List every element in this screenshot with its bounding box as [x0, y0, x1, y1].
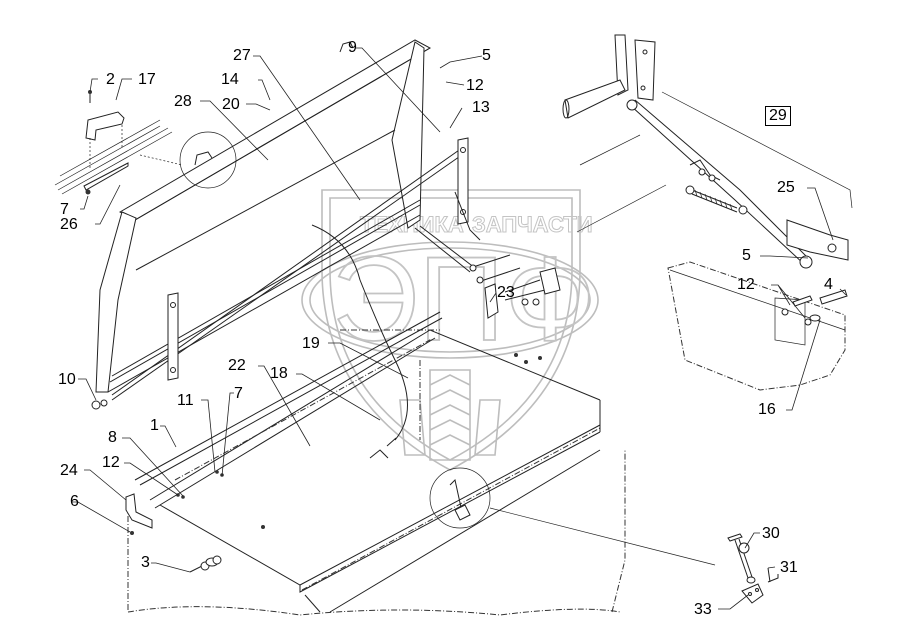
callout-27: 27 — [233, 47, 251, 64]
callout-5-right: 5 — [742, 247, 751, 264]
callout-16: 16 — [758, 401, 776, 418]
leader-lines — [72, 47, 847, 610]
callout-20: 20 — [222, 96, 240, 113]
handle-part — [85, 111, 125, 141]
right-linkage — [562, 34, 853, 391]
callout-26: 26 — [60, 216, 78, 233]
callout-1: 1 — [150, 417, 159, 434]
watermark: ТЕХНИКА ЗАПЧАСТИ ЭПФ — [301, 189, 599, 471]
watermark-logo: ЭПФ — [332, 232, 596, 366]
shaft — [564, 79, 626, 119]
lid-side-panel-left — [95, 211, 137, 393]
callout-28: 28 — [174, 93, 192, 110]
callout-10: 10 — [58, 371, 76, 388]
callout-13: 13 — [472, 99, 490, 116]
base-frame — [125, 311, 716, 616]
spring — [691, 189, 738, 213]
callout-29-boxed: 29 — [765, 106, 791, 126]
callout-7-mid: 7 — [234, 385, 243, 402]
callout-24: 24 — [60, 462, 78, 479]
callout-14: 14 — [221, 71, 239, 88]
callout-2: 2 — [106, 71, 115, 88]
lid-assembly — [91, 39, 469, 410]
watermark-ring — [301, 241, 599, 359]
callout-23: 23 — [497, 284, 515, 301]
linkage-bracket — [786, 219, 849, 261]
lid-side-panel-right — [391, 41, 425, 229]
latch-parts — [727, 533, 779, 604]
callout-22: 22 — [228, 357, 246, 374]
cable — [311, 224, 408, 441]
callout-9: 9 — [348, 39, 357, 56]
callout-8: 8 — [108, 429, 117, 446]
handle-detail-circle — [179, 131, 237, 189]
callout-4: 4 — [824, 276, 833, 293]
callout-12-left: 12 — [102, 454, 120, 471]
rail — [134, 311, 441, 481]
latch-detail-circle — [429, 467, 491, 529]
callout-31: 31 — [780, 559, 798, 576]
corner-bracket — [125, 493, 153, 529]
callout-25: 25 — [777, 179, 795, 196]
callout-7-top: 7 — [60, 201, 69, 218]
side-panel — [667, 261, 846, 391]
callout-30: 30 — [762, 525, 780, 542]
hinge-bracket-right — [457, 137, 469, 225]
hinge-bracket — [167, 292, 179, 381]
latch-plate — [741, 583, 764, 604]
callout-5-top: 5 — [482, 47, 491, 64]
latch-pin — [727, 533, 743, 542]
watermark-text-right: ЗАПЧАСТИ — [472, 212, 593, 237]
callout-19: 19 — [302, 335, 320, 352]
center-linkage — [311, 191, 561, 459]
mount-plate — [614, 34, 629, 96]
callout-18: 18 — [270, 365, 288, 382]
callout-6: 6 — [70, 493, 79, 510]
callout-12-top: 12 — [466, 77, 484, 94]
handle-exploded — [54, 90, 183, 195]
callout-12-right: 12 — [737, 276, 755, 293]
callout-3: 3 — [141, 554, 150, 571]
callout-33: 33 — [694, 601, 712, 618]
callout-11: 11 — [177, 392, 194, 409]
callout-17: 17 — [138, 71, 156, 88]
